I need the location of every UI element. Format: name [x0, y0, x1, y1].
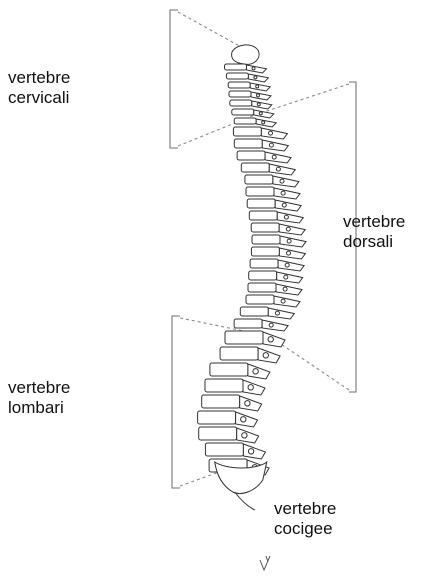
spinous-process — [237, 428, 259, 443]
vertebra-body — [252, 235, 280, 244]
spinous-process — [278, 260, 304, 271]
vertebra-body — [205, 443, 243, 456]
vertebra-body — [247, 199, 275, 208]
spinous-process — [243, 444, 265, 459]
label-cervical-vertebrae: vertebre cervicali — [8, 68, 70, 108]
bracket-cervical — [170, 10, 178, 148]
spinous-process — [251, 92, 271, 100]
vertebra-body — [250, 259, 278, 268]
spinous-process — [265, 152, 291, 163]
spinous-process — [276, 284, 302, 295]
spinous-process — [277, 272, 303, 283]
vertebra-body — [248, 283, 276, 292]
spinous-process — [279, 224, 305, 235]
pointer-dorsal-bottom — [272, 338, 349, 390]
label-coccyx-line-1: vertebre — [274, 499, 336, 519]
vertebra-body — [249, 211, 277, 220]
spinous-process — [258, 348, 280, 363]
spinous-process — [254, 110, 274, 118]
vertebra-body — [251, 247, 279, 256]
vertebra-body — [225, 64, 247, 70]
spinous-process — [273, 176, 299, 187]
label-dorsal-vertebrae: vertebre dorsali — [343, 212, 405, 252]
vertebra-body — [234, 118, 256, 124]
vertebra-body — [246, 295, 274, 304]
label-lumbar-line-1: vertebre — [8, 378, 70, 398]
label-cervical-line-2: cervicali — [8, 88, 70, 108]
vertebra-body — [230, 100, 252, 106]
vertebra-body — [249, 271, 277, 280]
label-dorsal-line-1: vertebre — [343, 212, 405, 232]
spinous-process — [250, 83, 270, 91]
vertebra-body — [246, 187, 274, 196]
bottom-mark — [260, 556, 270, 570]
spinous-process — [236, 412, 258, 427]
spinous-process — [256, 119, 276, 127]
label-coccyx-line-2: cocigee — [274, 519, 336, 539]
vertebra-body — [210, 363, 248, 376]
vertebra-body — [232, 109, 254, 115]
spinous-process — [262, 320, 288, 331]
vertebra-body — [241, 163, 269, 172]
label-cervical-line-1: vertebre — [8, 68, 70, 88]
vertebra-body — [205, 379, 243, 392]
vertebra-body — [220, 347, 258, 360]
vertebra-body — [228, 82, 250, 88]
spinous-process — [248, 74, 268, 82]
spinous-process — [269, 164, 295, 175]
vertebra-body — [199, 427, 237, 440]
vertebra-body — [229, 91, 251, 97]
spinous-process — [280, 236, 306, 247]
spinous-process — [248, 364, 270, 379]
spinous-process — [261, 128, 287, 139]
vertebra-body — [225, 331, 263, 344]
vertebra-body — [234, 139, 262, 148]
spinous-process — [247, 65, 267, 73]
vertebra-body — [198, 411, 236, 424]
spinous-process — [262, 140, 288, 151]
vertebra-body — [233, 127, 261, 136]
label-lumbar-line-2: lombari — [8, 398, 70, 418]
atlas-vertebra — [232, 45, 259, 64]
spinous-process — [240, 396, 262, 411]
pointer-cervical-top — [178, 12, 243, 48]
spinous-process — [243, 380, 265, 395]
vertebra-body — [226, 73, 248, 79]
spinous-process — [274, 188, 300, 199]
label-coccygeal-vertebrae: vertebre cocigee — [274, 499, 336, 539]
label-lumbar-vertebrae: vertebre lombari — [8, 378, 70, 418]
vertebra-body — [237, 151, 265, 160]
pointer-dorsal-top — [264, 84, 349, 112]
vertebra-body — [202, 395, 240, 408]
vertebra-body — [245, 175, 273, 184]
spinous-process — [252, 101, 272, 109]
spinous-process — [277, 212, 303, 223]
vertebra-body — [240, 307, 268, 316]
spinous-process — [268, 308, 294, 319]
spinous-process — [275, 200, 301, 211]
spine-illustration — [198, 45, 306, 510]
coccyx — [235, 492, 255, 510]
spinous-process — [274, 296, 300, 307]
spinous-process — [279, 248, 305, 259]
spinous-process — [263, 332, 285, 347]
vertebra-body — [251, 223, 279, 232]
label-dorsal-line-2: dorsali — [343, 232, 405, 252]
vertebra-body — [234, 319, 262, 328]
bracket-lumbar — [172, 316, 180, 488]
